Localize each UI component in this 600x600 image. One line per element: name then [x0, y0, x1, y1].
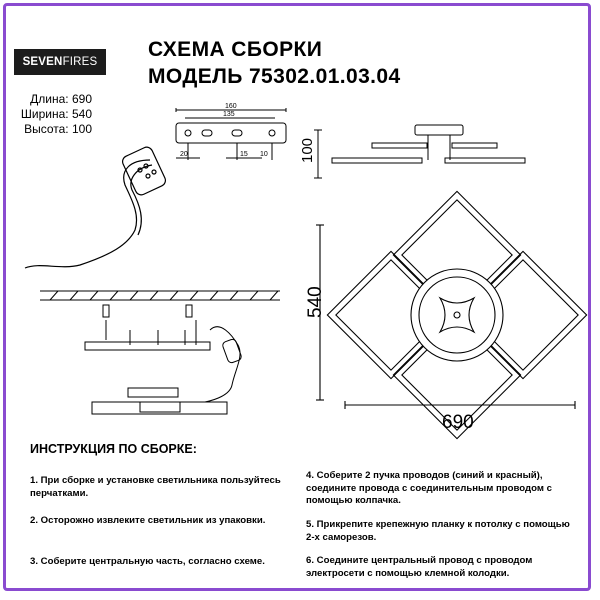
instruction-step-6: 6. Соедините центральный провод с провод…	[306, 555, 533, 579]
plate-mid-label: 15	[240, 151, 248, 158]
logo-light-text: FIRES	[62, 56, 98, 68]
plate-total-label: 160	[225, 103, 237, 110]
instruction-step-5: 5. Прикрепите крепежную планку к потолку…	[306, 519, 570, 543]
length-label: 690	[442, 412, 474, 433]
ceiling-drawing	[40, 290, 280, 415]
dimensions-list: Длина: 690 Ширина: 540 Высота: 100	[21, 92, 92, 137]
instruction-step-3: 3. Соберите центральную часть, согласно …	[30, 556, 265, 567]
side-view-drawing	[314, 124, 526, 179]
title-line-2: МОДЕЛЬ 75302.01.03.04	[148, 65, 401, 88]
instruction-step-2: 2. Осторожно извлеките светильник из упа…	[30, 515, 266, 526]
instruction-step-4: 4. Соберите 2 пучка проводов (синий и кр…	[306, 470, 552, 506]
page-title: СХЕМА СБОРКИ МОДЕЛЬ 75302.01.03.04	[148, 36, 401, 90]
instructions-title: ИНСТРУКЦИЯ ПО СБОРКЕ:	[30, 442, 197, 456]
page-border	[3, 3, 591, 591]
plate-left-label: 20	[180, 151, 188, 158]
fixture-top-view	[316, 190, 588, 440]
plate-right-label: 10	[260, 151, 268, 158]
dimension-width: Ширина: 540	[20, 107, 92, 121]
height-label: 100	[299, 138, 316, 163]
logo-bold-text: SEVEN	[22, 56, 63, 68]
plate-inner-label: 135	[223, 111, 235, 118]
width-label: 540	[305, 286, 326, 318]
instruction-step-1: 1. При сборке и установке светильника по…	[30, 475, 281, 499]
dimension-length: Длина: 690	[30, 92, 92, 106]
title-line-1: СХЕМА СБОРКИ	[148, 38, 323, 61]
dimension-height: Высота: 100	[24, 122, 92, 136]
mounting-plate-drawing	[175, 108, 287, 160]
wiring-illustration	[24, 146, 167, 269]
